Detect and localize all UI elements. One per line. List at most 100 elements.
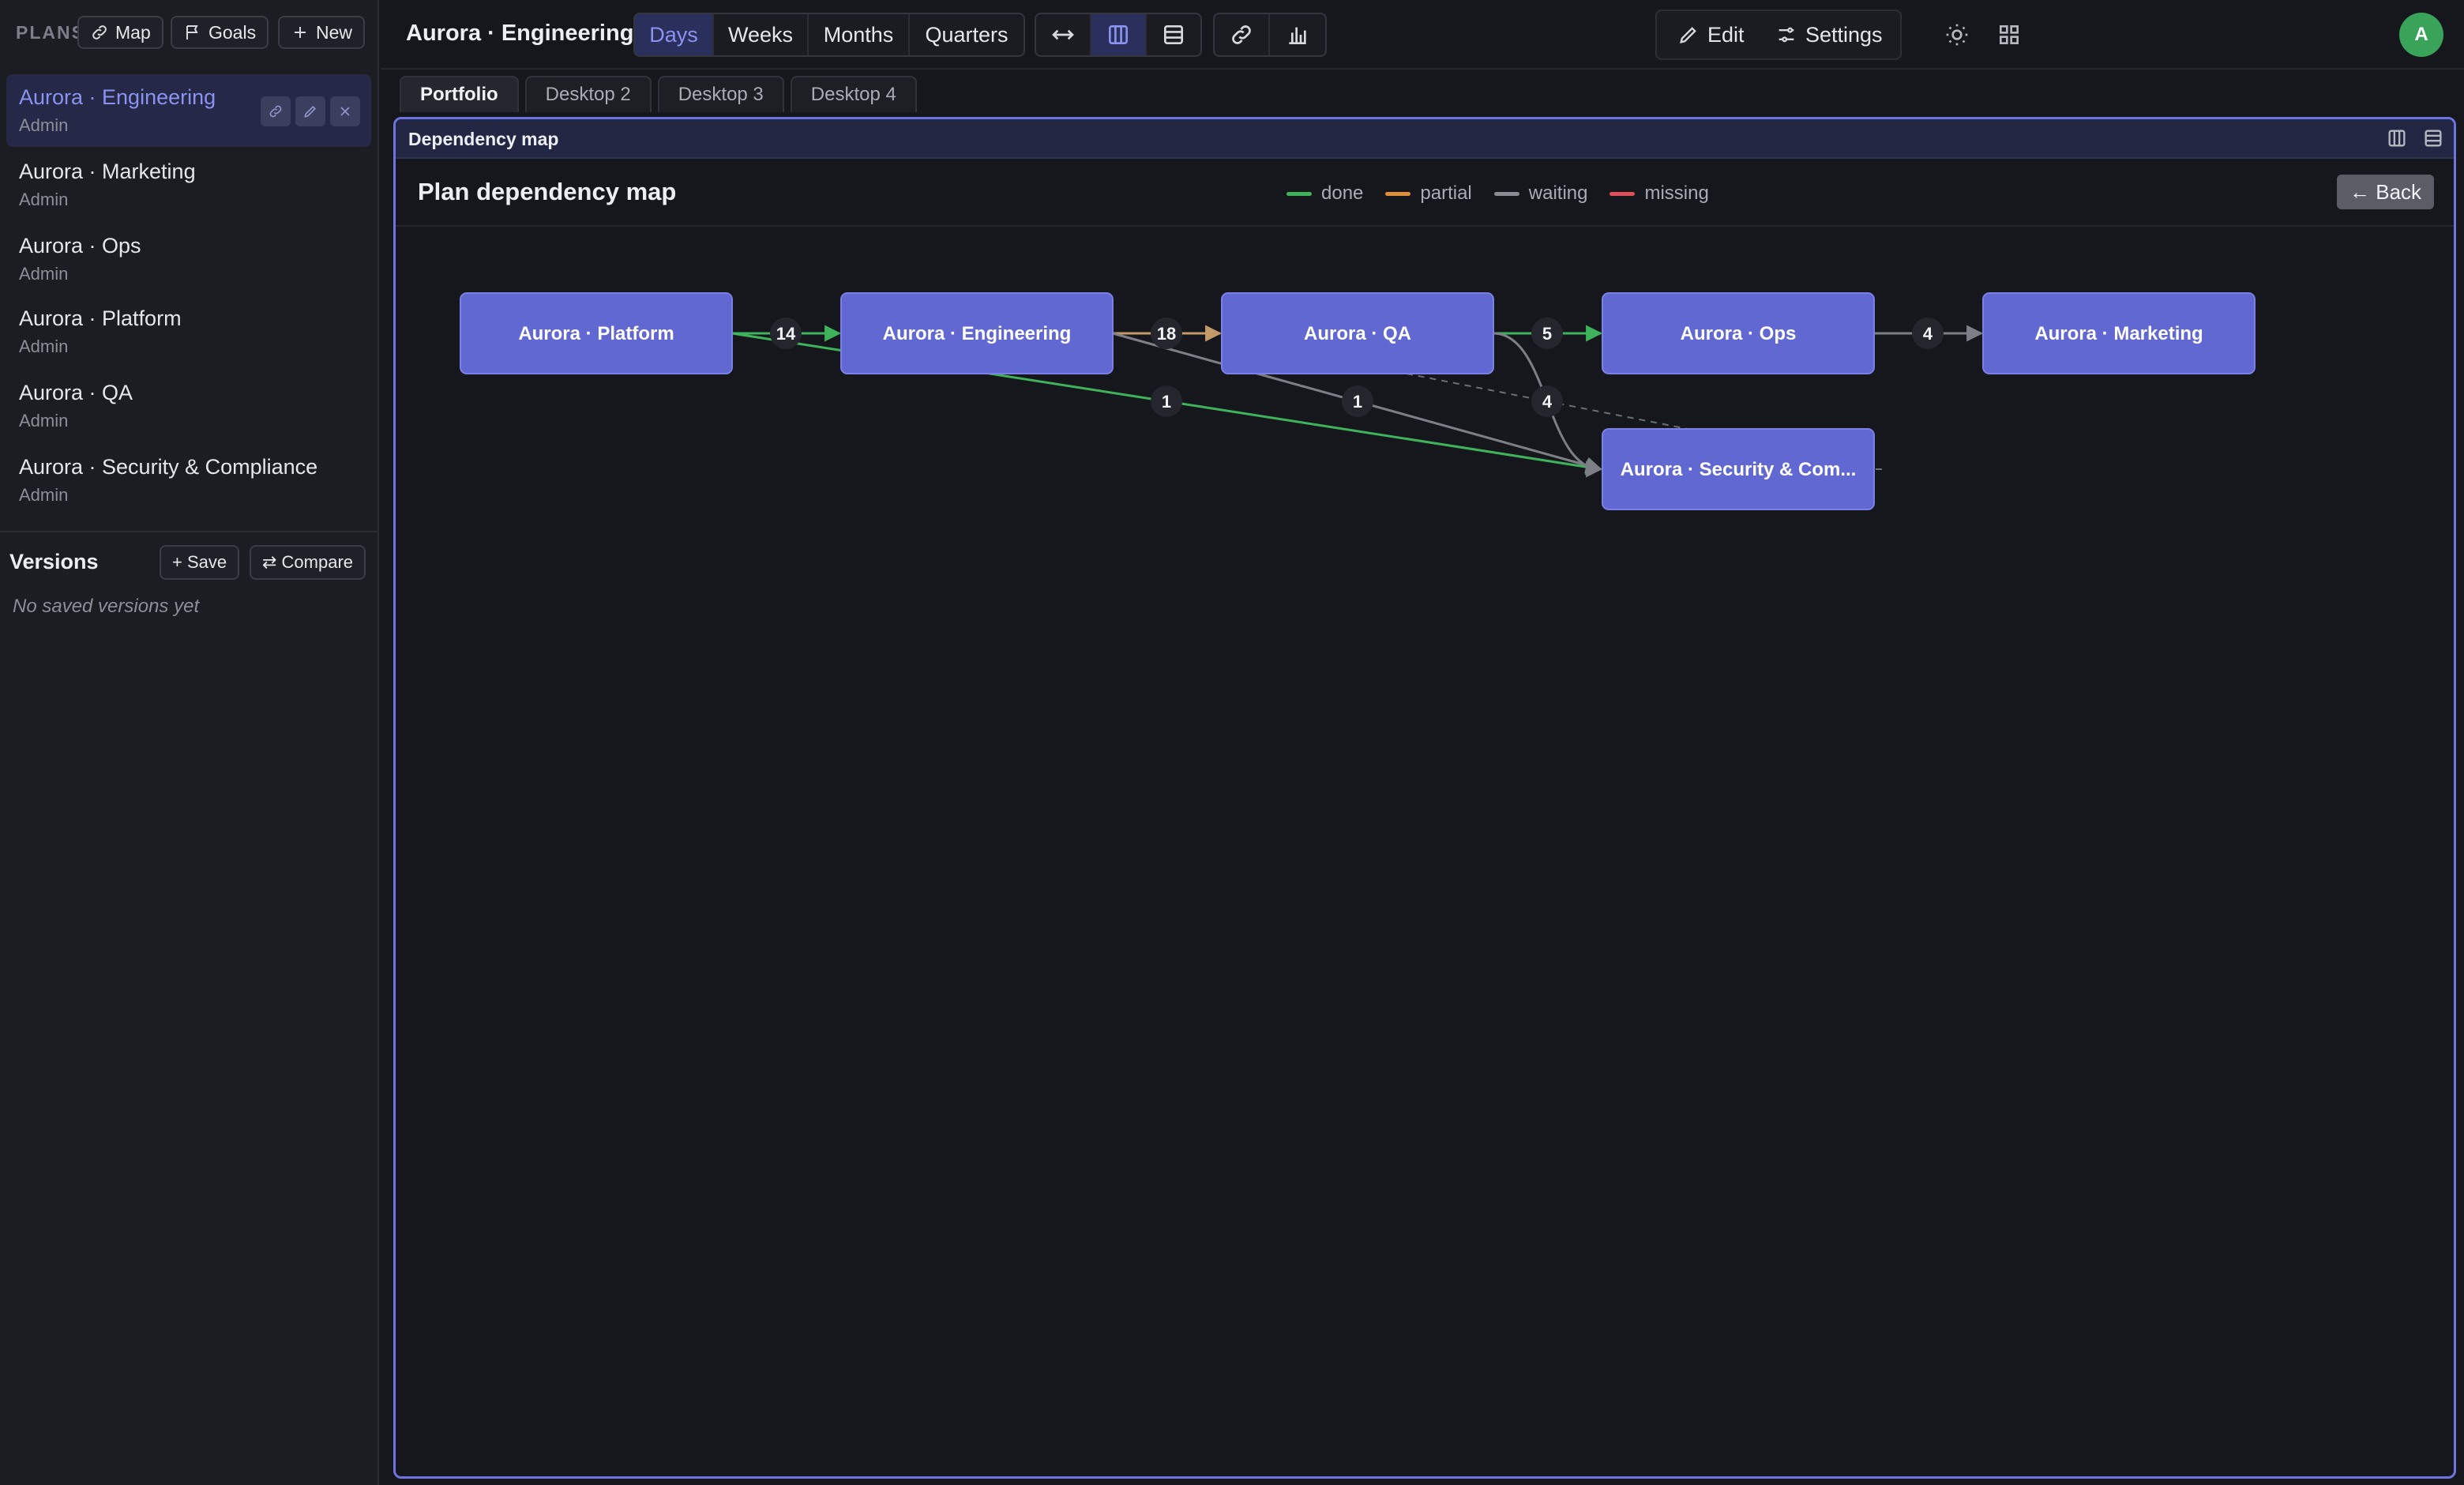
scale-quarters[interactable]: Quarters (925, 22, 1009, 47)
top-bar: Aurora · Engineering Days Weeks Months Q… (381, 0, 2464, 70)
legend-label: partial (1420, 182, 1472, 204)
plan-name: Aurora · Security & Compliance (19, 455, 318, 479)
new-plan-button[interactable]: New (278, 16, 366, 49)
graph-node-platform[interactable]: Aurora · Platform (460, 292, 733, 374)
goals-button[interactable]: Goals (171, 16, 269, 49)
edge-count-label: 1 (1353, 392, 1362, 412)
sidebar-divider (0, 531, 377, 532)
plan-name: Aurora · Platform (19, 306, 182, 330)
share-plan-button[interactable] (261, 96, 291, 126)
legend-swatch (1493, 191, 1519, 196)
graph-node-box[interactable] (840, 292, 1114, 374)
tab-desktop-4[interactable]: Desktop 4 (790, 76, 917, 112)
versions-title: Versions (9, 550, 99, 573)
theme-toggle-button[interactable] (1940, 17, 1974, 52)
graph-node-label: Aurora · Ops (1681, 323, 1797, 344)
apps-button[interactable] (1992, 17, 2026, 52)
graph-node-marketing[interactable]: Aurora · Marketing (1982, 292, 2256, 374)
rows-icon (2425, 130, 2442, 147)
panel-title: Dependency map (408, 129, 559, 149)
flag-icon (186, 25, 198, 39)
legend-swatch (1385, 191, 1411, 196)
goals-button-label: Goals (208, 21, 257, 43)
legend-label: waiting (1528, 182, 1588, 204)
split-columns-button[interactable] (2386, 127, 2410, 151)
plan-role: Admin (19, 264, 69, 284)
plan-name: Aurora · QA (19, 381, 133, 404)
fit-width-button[interactable] (1036, 14, 1091, 55)
graph-node-label: Aurora · Security & Com... (1621, 459, 1857, 480)
scale-months[interactable]: Months (809, 14, 910, 55)
sliders-icon (1779, 27, 1794, 43)
compare-versions-button[interactable]: ⇄ Compare (250, 545, 366, 580)
graph-node-engineering[interactable]: Aurora · Engineering (840, 292, 1114, 374)
edit-button[interactable]: Edit (1677, 11, 1745, 58)
plan-item-marketing[interactable]: Aurora · Marketing Admin (6, 148, 371, 221)
plans-label: PLANS (16, 22, 85, 43)
tab-desktop-3[interactable]: Desktop 3 (657, 76, 784, 112)
back-button[interactable]: ← Back (2337, 175, 2435, 209)
edge-count-badge (1151, 318, 1182, 349)
map-button[interactable]: Map (77, 16, 163, 49)
legend: done partial waiting missing (1286, 182, 1709, 205)
tab-portfolio[interactable]: Portfolio (400, 76, 519, 112)
graph-node-security[interactable]: Aurora · Security & Com... (1602, 428, 1875, 510)
scale-days[interactable]: Days (635, 14, 714, 55)
page-title: Aurora · Engineering (406, 21, 634, 46)
settings-button[interactable]: Settings (1775, 11, 1883, 58)
graph-node-box[interactable] (1602, 292, 1875, 374)
graph-node-label: Aurora · QA (1304, 323, 1411, 344)
avatar[interactable]: A (2399, 13, 2443, 57)
versions-empty-text: No saved versions yet (13, 596, 200, 617)
bar-chart-icon (1289, 27, 1306, 44)
plan-name: Aurora · Ops (19, 234, 141, 258)
plan-actions (261, 96, 360, 126)
save-version-button[interactable]: + Save (160, 545, 240, 580)
edge-count-label: 14 (776, 324, 796, 344)
plan-role: Admin (19, 190, 69, 209)
legend-label: done (1321, 182, 1364, 204)
rename-plan-button[interactable] (295, 96, 325, 126)
edit-button-label: Edit (1707, 22, 1745, 47)
scale-weeks[interactable]: Weeks (714, 14, 809, 55)
legend-item-partial: partial (1385, 182, 1472, 205)
graph-node-box[interactable] (1602, 428, 1875, 510)
dependency-link-button[interactable] (1215, 14, 1270, 55)
plan-item-platform[interactable]: Aurora · Platform Admin (6, 295, 371, 368)
edge-count-badge (1531, 385, 1563, 417)
tab-desktop-2[interactable]: Desktop 2 (524, 76, 652, 112)
graph-node-ops[interactable]: Aurora · Ops (1602, 292, 1875, 374)
edge-count-label: 1 (1162, 392, 1171, 412)
map-title: Plan dependency map (418, 178, 677, 205)
close-icon (340, 107, 350, 116)
plan-item-ops[interactable]: Aurora · Ops Admin (6, 223, 371, 295)
graph-node-box[interactable] (460, 292, 733, 374)
plan-name: Aurora · Engineering (19, 85, 216, 109)
graph-node-box[interactable] (1982, 292, 2256, 374)
plan-item-security[interactable]: Aurora · Security & Compliance Admin (6, 444, 371, 517)
graph-node-box[interactable] (1221, 292, 1494, 374)
graph-node-qa[interactable]: Aurora · QA (1221, 292, 1494, 374)
edit-settings-group: Edit Settings (1655, 9, 1902, 60)
plan-role: Admin (19, 485, 69, 505)
map-header: Plan dependency map done partial waiting… (396, 160, 2454, 227)
delete-plan-button[interactable] (330, 96, 360, 126)
map-button-label: Map (115, 21, 151, 43)
plan-item-engineering[interactable]: Aurora · Engineering Admin (6, 74, 371, 147)
panel-header: Dependency map (396, 119, 2454, 159)
rows-view-button[interactable] (1147, 14, 1200, 55)
sidebar: PLANS Map Goals New Aurora · Engineering… (0, 0, 379, 1485)
stats-button[interactable] (1270, 14, 1325, 55)
legend-swatch (1609, 191, 1636, 196)
plan-item-qa[interactable]: Aurora · QA Admin (6, 370, 371, 442)
link-icon (1232, 25, 1251, 44)
split-rows-button[interactable] (2422, 127, 2446, 151)
legend-item-done: done (1286, 182, 1363, 205)
legend-swatch (1286, 191, 1312, 196)
sidebar-header: PLANS Map Goals New (0, 16, 379, 51)
plan-role: Admin (19, 411, 69, 430)
tools-group (1213, 13, 1327, 57)
columns-view-button[interactable] (1091, 14, 1147, 55)
